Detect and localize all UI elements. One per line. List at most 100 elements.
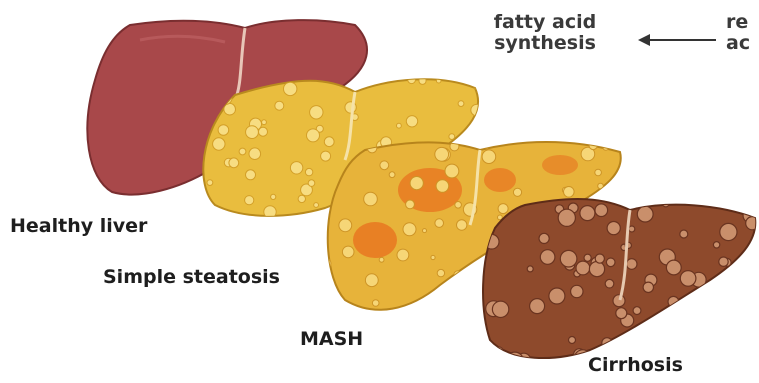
fat-droplet: [298, 195, 305, 202]
fibrotic-nodule: [680, 271, 696, 287]
fat-droplet: [305, 168, 312, 175]
label-mash: MASH: [300, 328, 363, 350]
fat-droplet: [275, 101, 284, 110]
fibrotic-nodule: [595, 204, 608, 217]
fibrotic-nodule: [606, 258, 615, 267]
fat-droplet: [435, 219, 444, 228]
fibrotic-nodule: [663, 201, 669, 207]
fibrotic-nodule: [680, 230, 688, 238]
fat-droplet: [308, 180, 315, 187]
fibrotic-nodule: [708, 286, 723, 301]
annotation-cut-line-2: ac: [726, 33, 750, 54]
fibrotic-nodule: [478, 354, 495, 371]
fibrotic-nodule: [492, 301, 508, 317]
fat-droplet: [513, 188, 521, 196]
fat-droplet: [333, 303, 343, 313]
fat-droplet: [403, 223, 416, 236]
fibrotic-nodule: [549, 288, 565, 304]
fibrotic-nodule: [613, 295, 625, 307]
fat-droplet: [458, 101, 464, 107]
fat-droplet: [608, 134, 618, 144]
fibrotic-nodule: [720, 223, 737, 240]
fibrotic-nodule: [580, 206, 595, 221]
fat-droplet: [213, 138, 225, 150]
fat-droplet: [437, 269, 444, 276]
fat-droplet: [389, 172, 395, 178]
fat-droplet: [482, 150, 496, 164]
fat-droplet: [212, 216, 218, 222]
fat-droplet: [435, 147, 449, 161]
fat-droplet: [271, 194, 276, 199]
fibrotic-nodule: [571, 285, 583, 297]
fibrotic-nodule: [659, 346, 666, 353]
fibrotic-nodule: [488, 350, 498, 360]
fat-droplet: [246, 126, 259, 139]
fat-droplet: [364, 192, 378, 206]
fat-droplet: [307, 129, 320, 142]
fat-droplet: [449, 134, 455, 140]
fibrotic-nodule: [540, 250, 555, 265]
fat-droplet: [245, 196, 254, 205]
fibrotic-nodule: [730, 267, 736, 273]
fibrotic-nodule: [695, 347, 705, 357]
fat-droplet: [365, 274, 378, 287]
fibrotic-nodule: [637, 206, 653, 222]
fat-droplet: [436, 180, 449, 193]
fibrotic-nodule: [589, 262, 604, 277]
fat-droplet: [431, 255, 435, 259]
fibrotic-nodule: [666, 260, 681, 275]
cirrhosis-liver-shape: [478, 197, 759, 374]
fat-droplet: [380, 161, 389, 170]
fat-droplet: [249, 148, 261, 160]
fat-droplet: [476, 83, 489, 96]
annotation-cut-off-text: re ac: [726, 12, 750, 54]
fibrotic-nodule: [716, 323, 731, 338]
fibrotic-nodule: [751, 280, 759, 288]
fibrotic-nodule: [621, 334, 630, 343]
fibrotic-nodule: [713, 242, 719, 248]
fat-droplet: [246, 170, 256, 180]
fat-droplet: [218, 125, 229, 136]
fibrotic-nodule: [495, 356, 512, 373]
fibrotic-nodule: [605, 279, 614, 288]
fat-droplet: [455, 202, 462, 209]
fat-droplet: [595, 169, 602, 176]
fibrotic-nodule: [584, 254, 591, 261]
fibrotic-nodule: [569, 337, 576, 344]
fibrotic-nodule: [629, 226, 635, 232]
fat-droplet: [207, 180, 213, 186]
fibrotic-nodule: [530, 358, 538, 366]
fat-droplet: [229, 158, 239, 168]
fat-droplet: [445, 164, 459, 178]
fat-droplet: [290, 162, 302, 174]
fat-droplet: [397, 123, 402, 128]
fibrotic-nodule: [560, 250, 577, 267]
fat-droplet: [239, 148, 246, 155]
fat-droplet: [430, 306, 440, 316]
fibrotic-nodule: [750, 259, 759, 270]
fibrotic-nodule: [734, 324, 746, 336]
fat-droplet: [423, 229, 427, 233]
fibrotic-nodule: [746, 217, 759, 230]
fibrotic-nodule: [726, 307, 734, 315]
fibrotic-nodule: [643, 282, 653, 292]
fibrotic-nodule: [680, 300, 695, 315]
fat-droplet: [314, 203, 319, 208]
fat-droplet: [457, 220, 467, 230]
fat-droplet: [498, 204, 508, 214]
label-simple-steatosis: Simple steatosis: [103, 266, 280, 288]
annotation-line-1: fatty acid: [470, 12, 620, 33]
fibrotic-nodule: [595, 254, 604, 263]
fibrotic-nodule: [527, 266, 533, 272]
fat-droplet: [406, 200, 415, 209]
label-cirrhosis: Cirrhosis: [588, 354, 683, 376]
fat-droplet: [379, 257, 384, 262]
fibrotic-nodule: [539, 233, 549, 243]
fat-droplet: [324, 137, 334, 147]
annotation-fatty-acid-synthesis: fatty acid re synthesis: [470, 12, 620, 54]
fibrotic-nodule: [558, 209, 575, 226]
arrow-left-icon: [638, 34, 716, 46]
fibrotic-nodule: [749, 280, 758, 289]
